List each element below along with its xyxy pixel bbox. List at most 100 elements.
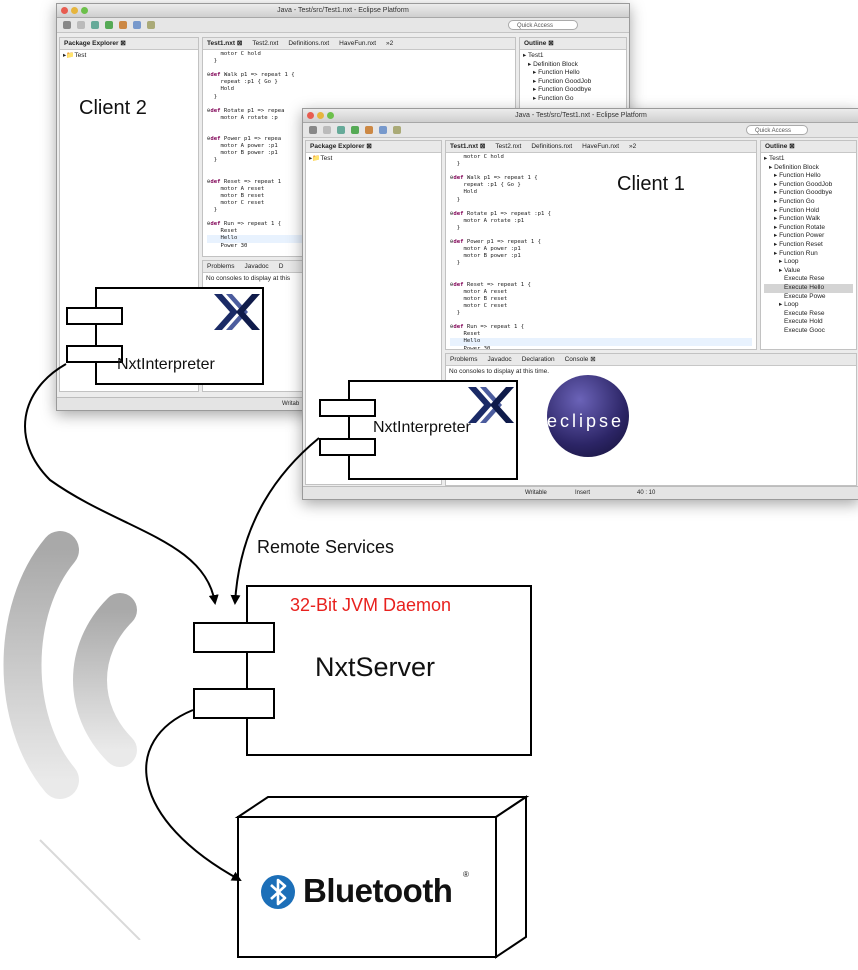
outline-item[interactable]: ▸ Function Go <box>774 197 815 205</box>
wireless-waves-icon <box>3 531 141 940</box>
new-icon[interactable] <box>309 126 317 134</box>
tab-package-explorer[interactable]: Package Explorer ⊠ <box>64 40 126 47</box>
code-line: ⊖def Run => repeat 1 { <box>207 221 282 228</box>
folder-icon: ▸📁 <box>309 155 321 162</box>
outline-item[interactable]: ▸ Function Hold <box>774 206 820 214</box>
quick-access-input[interactable]: Quick Access <box>746 125 808 135</box>
editor-tab[interactable]: Test2.nxt <box>252 40 279 47</box>
editor-tab[interactable]: Test1.nxt ⊠ <box>207 40 243 47</box>
outline-item[interactable]: ▸ Function GoodJob <box>774 180 833 188</box>
outline-item[interactable]: Execute Gooc <box>784 326 825 334</box>
editor-tab[interactable]: Test1.nxt ⊠ <box>450 143 486 150</box>
build-icon[interactable] <box>337 126 345 134</box>
outline-item[interactable]: Execute Powe <box>784 292 826 300</box>
code-line: } <box>207 157 218 164</box>
outline-item[interactable]: Execute Rese <box>784 309 825 317</box>
editor-tab[interactable]: »2 <box>386 40 394 47</box>
save-icon[interactable] <box>77 21 85 29</box>
outline-item[interactable]: ▸ Value <box>779 266 801 274</box>
status-position: 40 : 10 <box>637 490 656 496</box>
code-line: motor A reset <box>207 185 265 192</box>
code-line: ⊖def Walk p1 => repeat 1 { <box>207 72 295 79</box>
xtext-logo-icon <box>214 294 260 330</box>
code-line: ⊖def Walk p1 => repeat 1 { <box>450 175 538 182</box>
code-line: ⊖def Reset => repeat 1 <box>207 178 282 185</box>
editor-tab[interactable]: Definitions.nxt <box>288 40 330 47</box>
outline-item[interactable]: ▸ Test1 <box>764 155 785 162</box>
run-icon[interactable] <box>351 126 359 134</box>
code-line: } <box>450 196 461 203</box>
console-tab[interactable]: Javadoc <box>487 356 512 363</box>
tree-root[interactable]: Test <box>74 52 87 59</box>
editor-tab[interactable]: »2 <box>629 143 637 150</box>
outline-item[interactable]: Execute Rese <box>784 275 825 283</box>
save-icon[interactable] <box>323 126 331 134</box>
outline-item[interactable]: ▸ Function Hello <box>533 69 580 77</box>
open-type-icon[interactable] <box>393 126 401 134</box>
outline-item[interactable]: ▸ Test1 <box>523 52 544 59</box>
bluetooth-node <box>234 795 530 959</box>
folder-icon: ▸📁 <box>63 52 75 59</box>
tree-root[interactable]: Test <box>320 155 333 162</box>
outline-item[interactable]: ▸ Function Power <box>774 232 825 240</box>
outline-item[interactable]: ▸ Function Go <box>533 94 574 102</box>
outline-item[interactable]: ▸ Function Walk <box>774 215 821 223</box>
code-line: ⊖def Power p1 => repea <box>207 136 282 143</box>
console-message: No consoles to display at this <box>206 275 291 282</box>
bluetooth-icon <box>261 875 295 909</box>
outline-item[interactable]: ▸ Loop <box>779 301 799 309</box>
outline-item[interactable]: ▸ Definition Block <box>528 60 578 68</box>
quick-access-input[interactable]: Quick Access <box>508 20 578 30</box>
outline-item[interactable]: ▸ Loop <box>779 258 799 266</box>
debug-icon[interactable] <box>365 126 373 134</box>
window-controls[interactable] <box>61 7 88 14</box>
open-type-icon[interactable] <box>147 21 155 29</box>
outline-item[interactable]: ▸ Function Reset <box>774 240 823 248</box>
build-icon[interactable] <box>91 21 99 29</box>
outline-item[interactable]: ▸ Function Goodbye <box>774 189 833 197</box>
console-tab[interactable]: Problems <box>450 356 478 363</box>
window-title: Java - Test/src/Test1.nxt - Eclipse Plat… <box>57 4 629 18</box>
search-icon[interactable] <box>133 21 141 29</box>
code-line: Reset <box>207 228 238 235</box>
editor-tab[interactable]: Test2.nxt <box>495 143 522 150</box>
outline-item[interactable]: ▸ Function Goodbye <box>533 86 592 94</box>
code-editor[interactable]: motor C hold } ⊖def Walk p1 => repeat 1 … <box>446 153 756 349</box>
debug-icon[interactable] <box>119 21 127 29</box>
tab-outline[interactable]: Outline ⊠ <box>765 143 795 150</box>
outline-item[interactable]: ▸ Function Run <box>774 249 818 257</box>
run-icon[interactable] <box>105 21 113 29</box>
eclipse-logo-text: eclipse <box>547 411 625 431</box>
code-line: Power 30 <box>207 242 248 249</box>
tab-package-explorer[interactable]: Package Explorer ⊠ <box>310 143 372 150</box>
outline-item[interactable]: ▸ Function Rotate <box>774 223 825 231</box>
editor-tab[interactable]: Definitions.nxt <box>531 143 573 150</box>
outline-item[interactable]: Execute Hold <box>784 318 823 326</box>
code-line: motor C reset <box>450 302 508 309</box>
remote-services-label: Remote Services <box>257 537 395 557</box>
tab-outline[interactable]: Outline ⊠ <box>524 40 554 47</box>
console-tab[interactable]: Javadoc <box>244 263 269 270</box>
code-line: ⊖def Reset => repeat 1 { <box>450 281 531 288</box>
console-tab[interactable]: Declaration <box>521 356 555 363</box>
outline-item[interactable]: ▸ Function Hello <box>774 172 821 180</box>
outline-item[interactable]: Execute Hello <box>764 283 853 293</box>
toolbar: Quick Access <box>303 123 858 138</box>
code-line: motor A rotate :p <box>207 114 278 121</box>
console-tab[interactable]: Problems <box>207 263 235 270</box>
server-stereotype-label: 32-Bit JVM Daemon <box>290 595 452 615</box>
registered-mark: ® <box>463 870 469 879</box>
code-line: ⊖def Rotate p1 => repeat :p1 { <box>450 210 552 217</box>
code-line: Hold <box>450 189 477 196</box>
console-tab[interactable]: Console ⊠ <box>564 356 596 363</box>
new-icon[interactable] <box>63 21 71 29</box>
code-line: ⊖def Run => repeat 1 { <box>450 324 525 331</box>
window-controls[interactable] <box>307 112 334 119</box>
editor-tab[interactable]: HaveFun.nxt <box>582 143 620 150</box>
search-icon[interactable] <box>379 126 387 134</box>
outline-item[interactable]: ▸ Function GoodJob <box>533 77 592 85</box>
outline-item[interactable]: ▸ Definition Block <box>769 163 819 171</box>
component-port <box>319 399 376 417</box>
editor-tab[interactable]: HaveFun.nxt <box>339 40 377 47</box>
console-tab[interactable]: D <box>278 263 284 270</box>
